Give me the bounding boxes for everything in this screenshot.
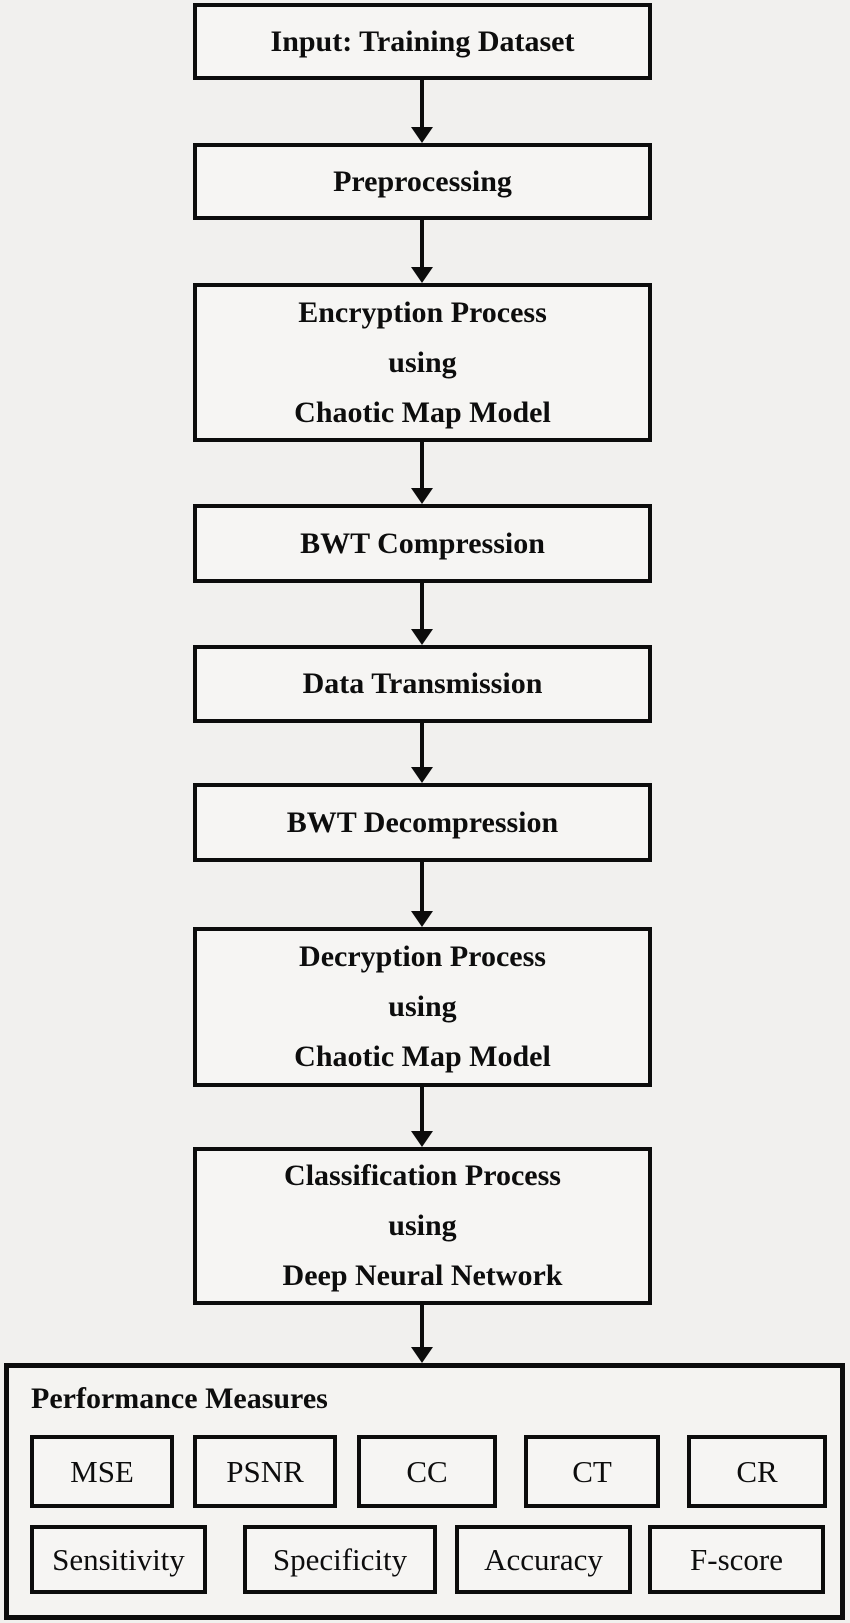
metric-box-mse: MSE (30, 1435, 174, 1508)
flow-box-label: Input: Training Dataset (270, 24, 575, 58)
flow-box-preprocessing: Preprocessing (193, 143, 652, 220)
metric-label: Accuracy (484, 1541, 603, 1577)
flow-box-label: Preprocessing (333, 164, 512, 198)
down-arrow (411, 220, 433, 283)
flow-box-label-line: Classification Process (284, 1159, 561, 1192)
metric-label: CR (736, 1453, 778, 1489)
flow-box-label-line: using (388, 990, 457, 1023)
flow-box-label-line: Deep Neural Network (282, 1259, 563, 1292)
flow-box-bwt-decompression: BWT Decompression (193, 783, 652, 862)
performance-measures-title: Performance Measures (31, 1382, 328, 1415)
flow-box-label-line: Decryption Process (299, 940, 546, 973)
arrow-head-icon (411, 1131, 433, 1147)
down-arrow (411, 1305, 433, 1363)
metric-label: Sensitivity (52, 1541, 185, 1577)
arrow-shaft (420, 862, 424, 914)
flow-box-decryption-process: Decryption Process using Chaotic Map Mod… (193, 927, 652, 1087)
metric-box-ct: CT (524, 1435, 660, 1508)
arrow-shaft (420, 80, 424, 130)
flow-box-label-line: Chaotic Map Model (294, 395, 551, 429)
arrow-shaft (420, 442, 424, 491)
metric-box-accuracy: Accuracy (455, 1525, 632, 1594)
arrow-head-icon (411, 267, 433, 283)
arrow-head-icon (411, 488, 433, 504)
arrow-shaft (420, 1087, 424, 1134)
metric-label: MSE (70, 1453, 134, 1489)
arrow-head-icon (411, 127, 433, 143)
metric-box-cc: CC (357, 1435, 497, 1508)
metric-box-psnr: PSNR (193, 1435, 337, 1508)
flow-box-label: BWT Compression (300, 526, 545, 560)
flow-box-label: BWT Decompression (286, 805, 559, 839)
flow-box-input-training-dataset: Input: Training Dataset (193, 3, 652, 80)
flow-box-data-transmission: Data Transmission (193, 645, 652, 723)
arrow-shaft (420, 723, 424, 770)
arrow-head-icon (411, 767, 433, 783)
metric-label: CC (406, 1453, 448, 1489)
flow-box-label-line: Chaotic Map Model (294, 1040, 551, 1073)
metric-box-cr: CR (687, 1435, 827, 1508)
metric-label: CT (572, 1453, 612, 1489)
flow-box-bwt-compression: BWT Compression (193, 504, 652, 583)
down-arrow (411, 583, 433, 645)
down-arrow (411, 1087, 433, 1147)
flow-box-label-line: using (388, 345, 457, 379)
arrow-head-icon (411, 1347, 433, 1363)
metric-label: PSNR (226, 1453, 304, 1489)
performance-measures-panel: Performance Measures MSE PSNR CC CT CR S… (4, 1363, 845, 1620)
arrow-shaft (420, 1305, 424, 1350)
arrow-shaft (420, 583, 424, 632)
flow-box-encryption-process: Encryption Process using Chaotic Map Mod… (193, 283, 652, 442)
flow-box-label: Data Transmission (302, 667, 543, 700)
arrow-shaft (420, 220, 424, 270)
metric-box-fscore: F-score (648, 1525, 825, 1594)
arrow-head-icon (411, 629, 433, 645)
down-arrow (411, 80, 433, 143)
flow-box-classification-process: Classification Process using Deep Neural… (193, 1147, 652, 1305)
metric-box-specificity: Specificity (243, 1525, 437, 1594)
down-arrow (411, 723, 433, 783)
down-arrow (411, 862, 433, 927)
flow-box-label-line: using (388, 1209, 457, 1242)
metric-label: Specificity (272, 1541, 408, 1577)
arrow-head-icon (411, 911, 433, 927)
metric-label: F-score (690, 1541, 783, 1577)
down-arrow (411, 442, 433, 504)
flow-box-label-line: Encryption Process (298, 295, 547, 329)
metric-box-sensitivity: Sensitivity (30, 1525, 207, 1594)
